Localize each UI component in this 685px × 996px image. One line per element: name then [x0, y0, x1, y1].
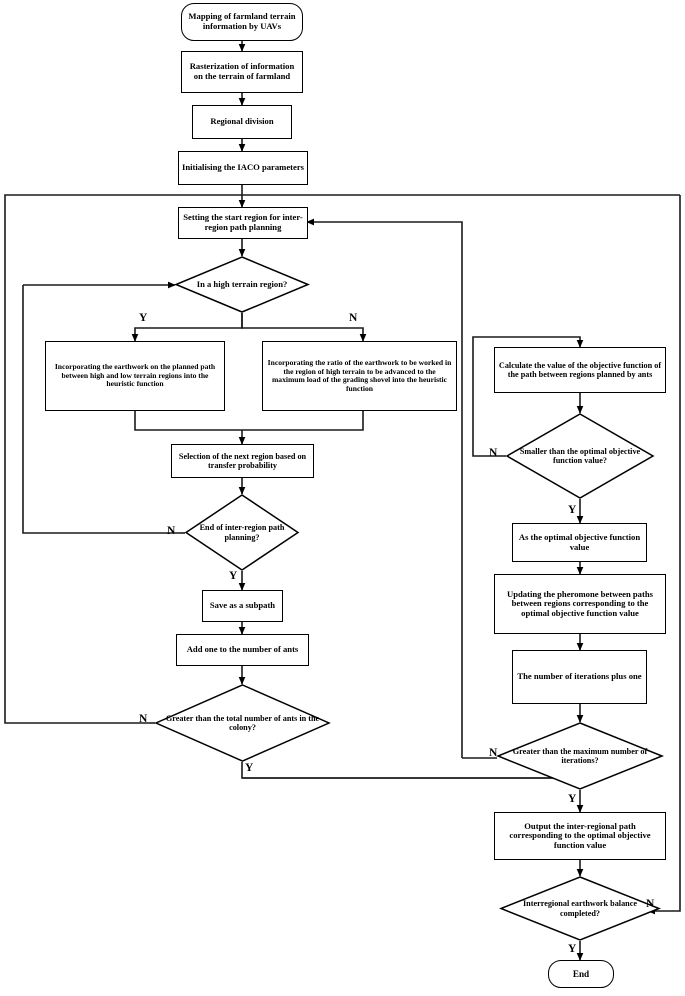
end-path-question-label: End of inter-region path planning? [199, 523, 285, 542]
node-rasterization: Rasterization of information on the terr… [181, 51, 303, 93]
wire-heuristic-yes-merge [134, 411, 242, 431]
high-terrain-question-label: In a high terrain region? [196, 278, 288, 289]
earthwork-balance-question-label: Interregional earthwork balance complete… [522, 899, 637, 918]
node-calc-objective: Calculate the value of the objective fun… [494, 347, 666, 393]
label-max-iter-no: N [489, 747, 498, 759]
label-smaller-yes: Y [568, 504, 577, 516]
node-heuristic-yes: Incorporating the earthwork on the plann… [45, 341, 225, 411]
node-save-subpath: Save as a subpath [202, 590, 283, 622]
node-iterations-plus-one: The number of iterations plus one [512, 650, 647, 704]
node-max-iterations-question: Greater than the maximum number of itera… [495, 722, 665, 790]
node-start: Mapping of farmland terrain information … [181, 3, 303, 41]
wire-smaller-no-feedback [472, 336, 584, 457]
wire-heuristic-no-merge [242, 411, 364, 431]
node-total-ants-question: Greater than the total number of ants in… [154, 684, 331, 762]
label-max-iter-yes: Y [568, 793, 577, 805]
node-end: End [548, 960, 614, 988]
label-smaller-no: N [489, 447, 498, 459]
label-total-ants-no: N [139, 713, 148, 725]
node-set-start-region: Setting the start region for inter-regio… [178, 207, 308, 239]
wire-balance-no-feedback [647, 195, 681, 915]
node-add-one-ant: Add one to the number of ants [176, 634, 309, 666]
node-regional-division: Regional division [192, 105, 292, 139]
node-select-next-region: Selection of the next region based on tr… [171, 444, 314, 478]
label-balance-yes: Y [568, 943, 577, 955]
wire-maxiter-no-feedback [306, 218, 463, 758]
node-end-path-question: End of inter-region path planning? [184, 494, 300, 571]
node-high-terrain-question: In a high terrain region? [174, 256, 310, 313]
node-earthwork-balance-question: Interregional earthwork balance complete… [498, 876, 662, 941]
wire-highterrain-yes [131, 313, 243, 342]
node-smaller-optimal-question: Smaller than the optimal objective funct… [505, 413, 655, 499]
wire-totalants-yes [241, 762, 580, 779]
node-heuristic-no: Incorporating the ratio of the earthwork… [262, 341, 457, 411]
label-total-ants-yes: Y [245, 762, 254, 774]
total-ants-question-label: Greater than the total number of ants in… [165, 713, 320, 732]
label-high-terrain-no: N [349, 312, 358, 324]
max-iterations-question-label: Greater than the maximum number of itera… [512, 746, 648, 765]
wire-inner-loop-left [22, 285, 180, 534]
label-end-path-yes: Y [229, 570, 238, 582]
wire-outer-loopframe-top-left [4, 194, 680, 724]
smaller-optimal-question-label: Smaller than the optimal objective funct… [519, 446, 641, 465]
wire-highterrain-no [241, 313, 367, 342]
label-end-path-no: N [167, 525, 176, 537]
node-output-path: Output the inter-regional path correspon… [494, 812, 666, 860]
node-init-params: Initialising the IACO parameters [178, 151, 308, 185]
node-update-pheromone: Updating the pheromone between paths bet… [494, 574, 666, 634]
label-high-terrain-yes: Y [139, 312, 148, 324]
label-balance-no: N [646, 898, 655, 910]
node-as-optimal: As the optimal objective function value [512, 523, 647, 562]
